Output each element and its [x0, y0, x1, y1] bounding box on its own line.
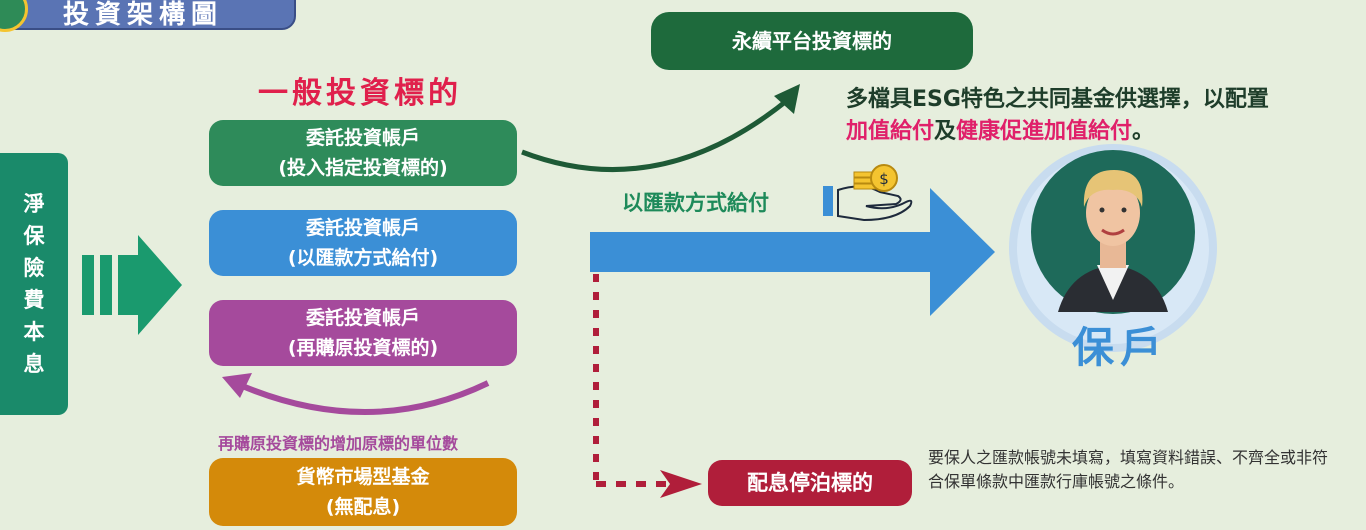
payment-arrow-icon	[590, 188, 995, 316]
repurchase-account-box: 委託投資帳戶 (再購原投資標的)	[209, 300, 517, 366]
left-bar-char: 費	[23, 288, 45, 312]
flow-arrow-icon	[82, 235, 182, 335]
value-added-payment: 加值給付	[846, 119, 935, 144]
curve-arrow-icon	[521, 96, 792, 173]
esg-period: 。	[1132, 119, 1155, 144]
box-line: (投入指定投資標的)	[278, 157, 448, 179]
designated-account-box: 委託投資帳戶 (投入指定投資標的)	[209, 120, 517, 186]
parking-condition-note: 要保人之匯款帳號未填寫，填寫資料錯誤、不齊全或非符合保單條款中匯款行庫帳號之條件…	[928, 448, 1329, 491]
dotted-arrow-head-icon	[660, 470, 702, 498]
box-line: 委託投資帳戶	[305, 127, 420, 149]
box-line: (再購原投資標的)	[287, 337, 439, 359]
policyholder-label: 保戶	[1072, 323, 1169, 372]
general-targets-title: 一般投資標的	[258, 76, 462, 111]
payment-method-label: 以匯款方式給付	[622, 191, 769, 215]
dividend-parking-title: 配息停泊標的	[747, 471, 873, 495]
curve-arrow-head-icon	[774, 84, 800, 114]
money-hand-icon: $	[823, 164, 913, 222]
dividend-parking-box: 配息停泊標的	[708, 460, 912, 506]
left-bar-char: 保	[23, 224, 45, 248]
page-title: 投資架構圖	[0, 0, 296, 30]
esg-line-2: 加值給付及健康促進加值給付。	[846, 116, 1346, 148]
money-market-box: 貨幣市場型基金 (無配息)	[209, 458, 517, 526]
remittance-account-box: 委託投資帳戶 (以匯款方式給付)	[209, 210, 517, 276]
esg-description: 多檔具ESG特色之共同基金供選擇，以配置 加值給付及健康促進加值給付。	[846, 84, 1346, 148]
left-bar-char: 本	[23, 320, 45, 344]
repurchase-arrow-head-icon	[222, 373, 252, 398]
left-bar-char: 險	[23, 256, 45, 280]
box-line: (無配息)	[325, 496, 401, 518]
box-line: 委託投資帳戶	[305, 217, 420, 239]
box-line: 委託投資帳戶	[305, 307, 420, 329]
policyholder-avatar	[1009, 144, 1217, 352]
box-line: 貨幣市場型基金	[296, 466, 430, 488]
left-bar-char: 淨	[23, 192, 45, 216]
sustainable-platform-box: 永續平台投資標的	[651, 12, 973, 70]
box-line: (以匯款方式給付)	[287, 247, 439, 269]
esg-line-1: 多檔具ESG特色之共同基金供選擇，以配置	[846, 87, 1269, 112]
svg-text:$: $	[879, 170, 889, 188]
sustainable-platform-title: 永續平台投資標的	[732, 29, 892, 53]
health-promotion-payment: 健康促進加值給付	[956, 119, 1133, 144]
left-bar-char: 息	[23, 352, 45, 376]
page-title-text: 投資架構圖	[62, 0, 223, 30]
net-premium-bar: 淨 保 險 費 本 息	[0, 153, 68, 415]
esg-and: 及	[934, 119, 957, 144]
repurchase-label: 再購原投資標的增加原標的單位數	[218, 434, 459, 453]
repurchase-arrow-icon	[238, 380, 490, 415]
